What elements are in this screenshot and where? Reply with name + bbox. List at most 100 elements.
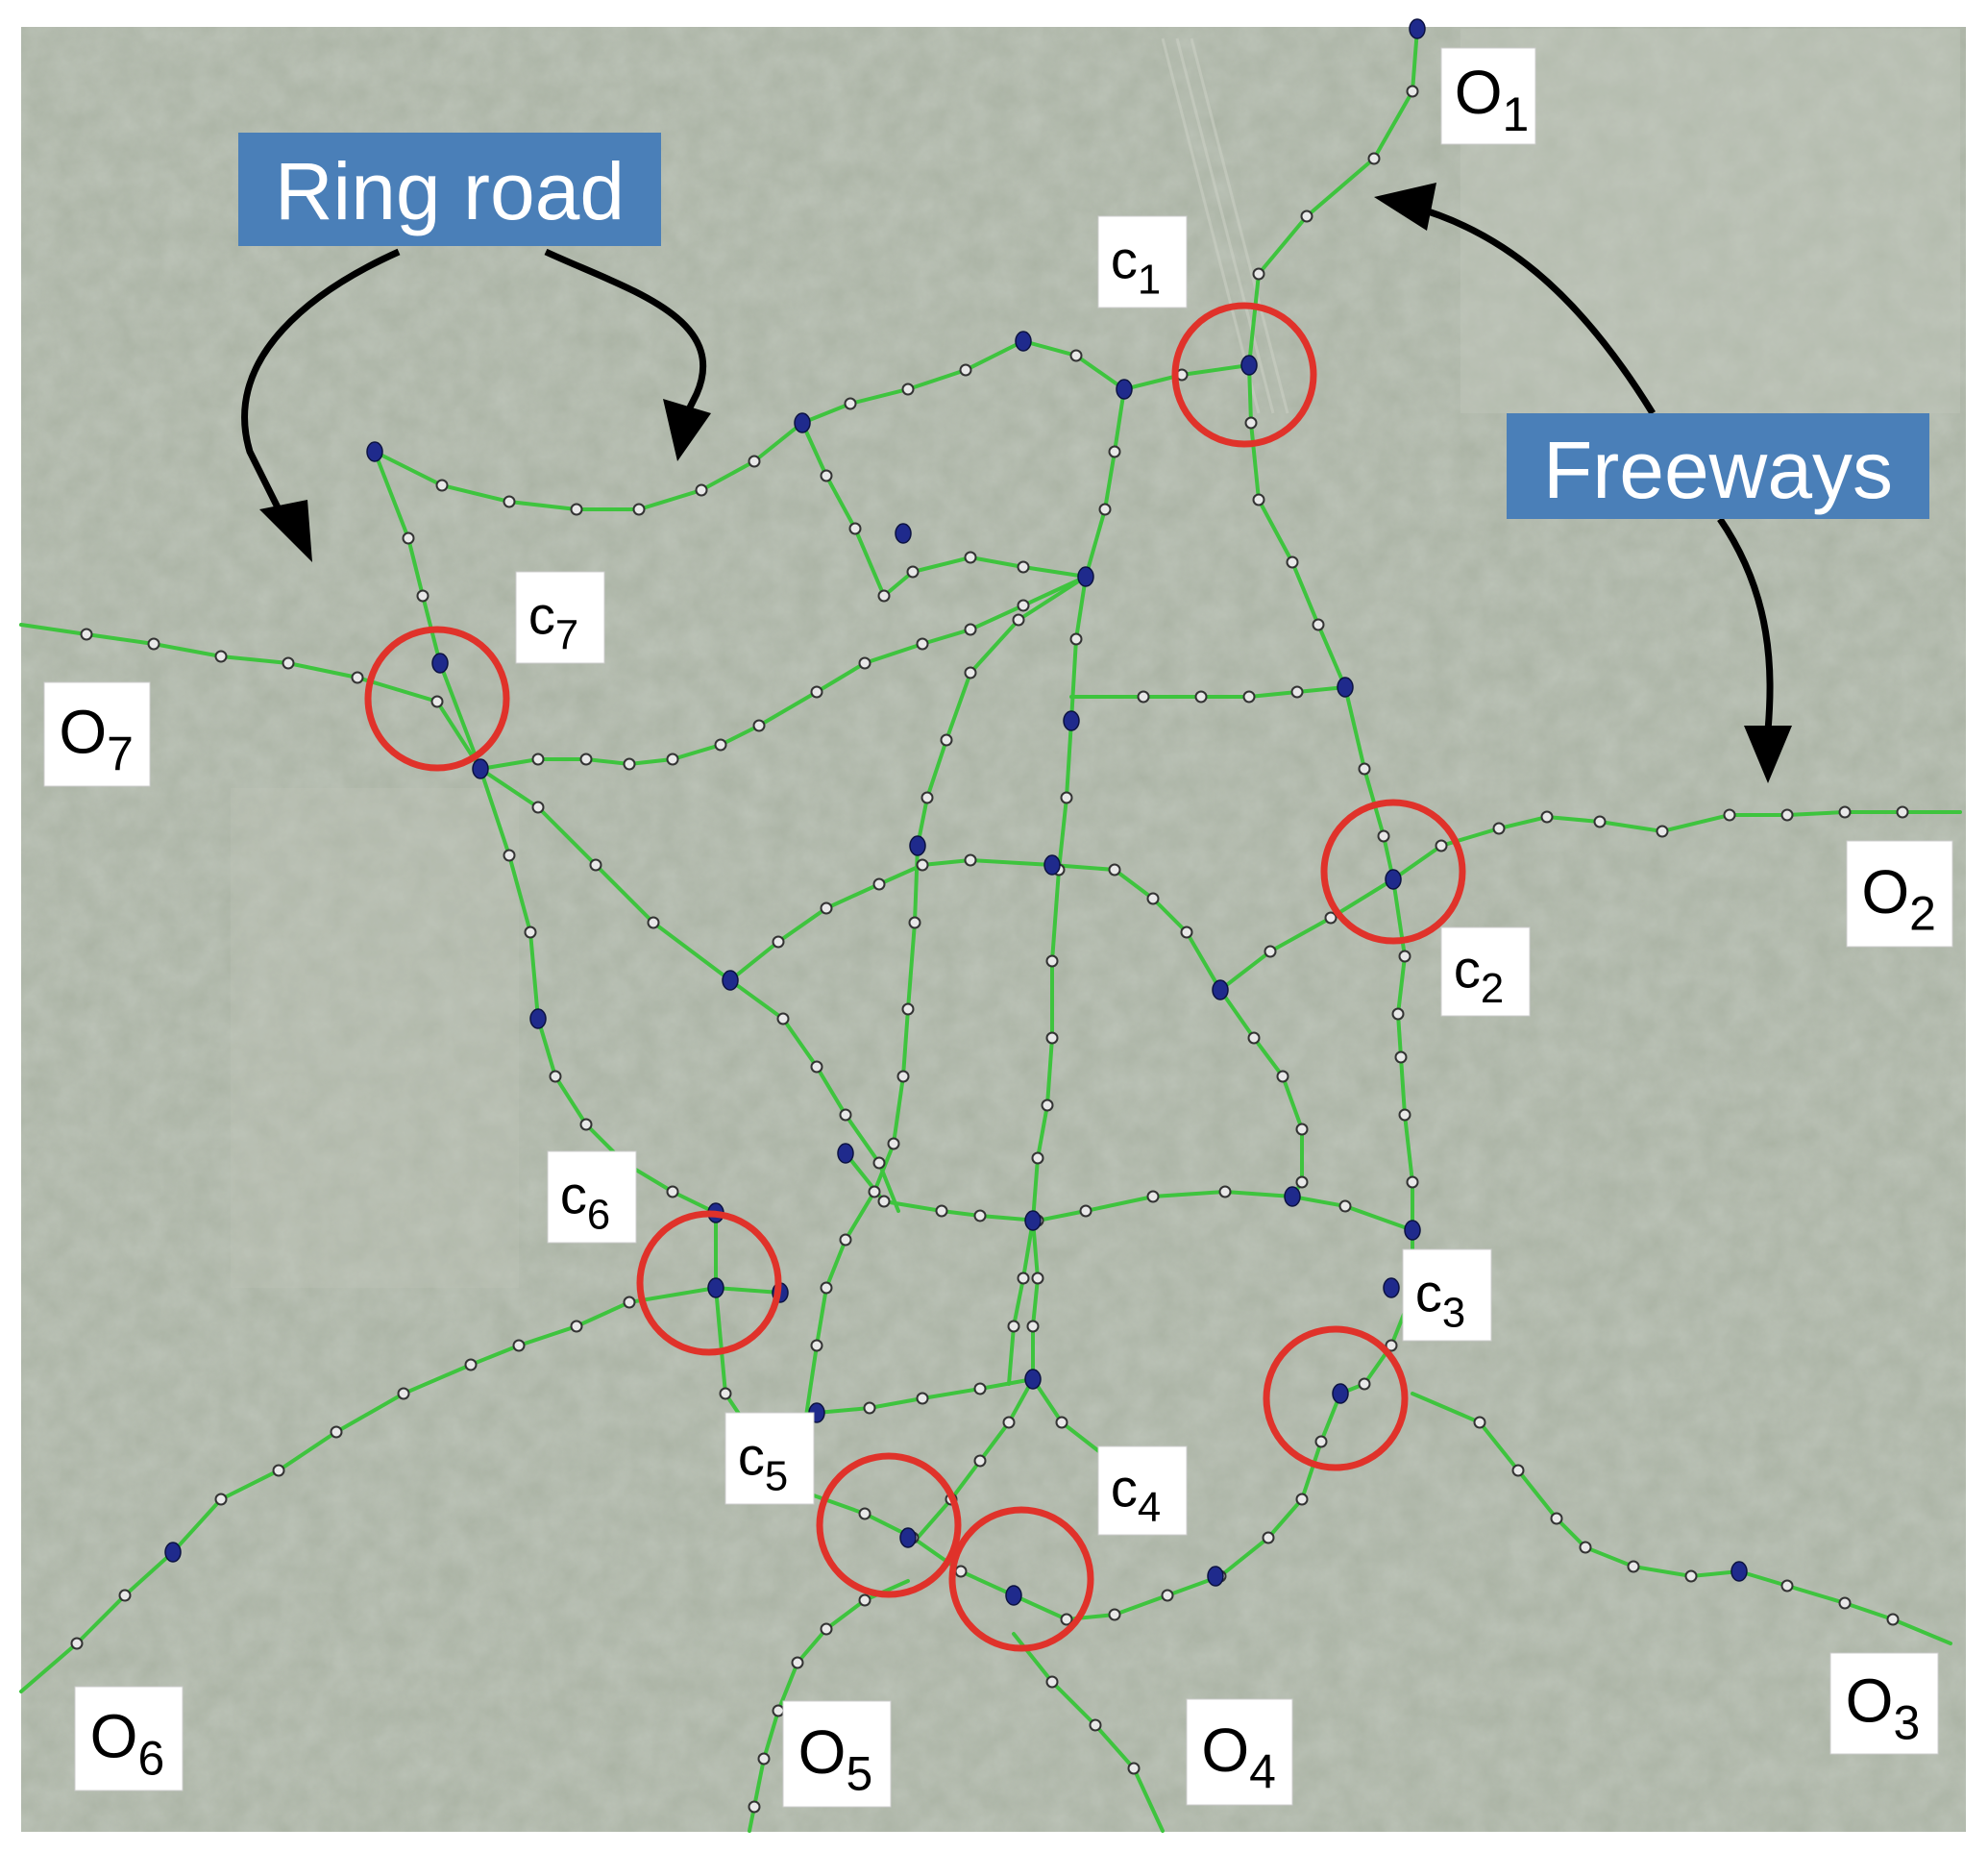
sensor-node — [1242, 690, 1256, 704]
origin-label-o1: O1 — [1440, 47, 1536, 145]
sensor-node — [1295, 1493, 1309, 1506]
sensor-node — [1264, 945, 1277, 958]
sensor-node — [1656, 825, 1669, 838]
sensor-node — [503, 849, 516, 862]
controller-label-subscript: 2 — [1481, 965, 1504, 1012]
controller-label-c2: c2 — [1440, 926, 1531, 1017]
controller-label-text: c2 — [1454, 939, 1504, 1013]
controller-label-subscript: 3 — [1442, 1289, 1465, 1336]
road-inner-1 — [800, 421, 1088, 600]
sensor-node — [820, 469, 833, 482]
sensor-node — [901, 383, 915, 396]
junction-node — [1332, 1383, 1349, 1404]
sensor-node — [1031, 1151, 1044, 1165]
sensor-node — [1218, 1185, 1232, 1198]
sensor-node — [1780, 1579, 1794, 1593]
controller-label-text: c1 — [1111, 230, 1161, 304]
ring-road-callout-box — [238, 133, 661, 246]
sensor-node — [1579, 1541, 1592, 1554]
junction-node — [529, 1008, 547, 1029]
controller-label-base: c — [738, 1426, 765, 1487]
controller-label-c5: c5 — [724, 1412, 815, 1505]
origin-label-base: O — [798, 1717, 847, 1787]
sensor-node — [868, 1185, 881, 1198]
junction-node — [1015, 331, 1032, 352]
map-grain — [21, 27, 1966, 1832]
junction-node — [707, 1277, 724, 1298]
sensor-node — [80, 628, 93, 641]
sensor-node — [1358, 762, 1371, 776]
sensor-node — [1511, 1464, 1525, 1477]
sensor-node — [973, 1209, 987, 1222]
sensor-node — [964, 853, 977, 867]
sensor-node — [1435, 839, 1448, 852]
junction-node — [1024, 1369, 1042, 1390]
sensor-node — [147, 637, 160, 651]
junction-node — [794, 412, 811, 433]
sensor-node — [1314, 1435, 1328, 1448]
sensor-node — [464, 1358, 478, 1371]
sensor-node — [839, 1233, 852, 1247]
controller-label-subscript: 4 — [1138, 1484, 1161, 1531]
sensor-node — [1247, 1031, 1261, 1045]
sensor-node — [666, 1185, 679, 1198]
sensor-node — [1252, 493, 1265, 506]
road-freeway-o7 — [19, 623, 482, 771]
road-ring-west — [373, 450, 718, 1290]
sensor-node — [1324, 911, 1338, 925]
sensor-node — [512, 1339, 526, 1352]
sensor-node — [935, 1204, 948, 1218]
sensor-node — [1045, 954, 1059, 968]
controller-label-subscript: 6 — [587, 1191, 610, 1238]
sensor-node — [503, 495, 516, 508]
freeways-callout-text: Freeways — [1543, 425, 1893, 515]
origin-label-box — [74, 1686, 184, 1791]
freeways-arrowhead-up — [1374, 183, 1436, 231]
sensor-node — [1780, 808, 1794, 822]
sensor-node — [748, 1800, 761, 1814]
origin-label-subscript: 3 — [1893, 1695, 1920, 1749]
controller-label-base: c — [528, 585, 555, 646]
junction-node — [1284, 1186, 1301, 1207]
origin-label-text: O6 — [90, 1701, 165, 1785]
sensor-node — [772, 1704, 785, 1717]
freeways-arrowhead-down — [1744, 726, 1792, 783]
sensor-node — [1060, 1613, 1073, 1626]
sensor-node — [579, 1118, 593, 1131]
sensor-node — [1286, 556, 1299, 569]
sensor-node — [906, 565, 920, 579]
origin-label-subscript: 7 — [107, 727, 134, 780]
road-inner-6 — [728, 857, 1304, 1198]
sensor-node — [887, 1137, 900, 1150]
sensor-node — [1540, 810, 1554, 824]
sensor-node — [844, 397, 857, 410]
sensor-node — [1127, 1762, 1141, 1775]
sensor-node — [1045, 1031, 1059, 1045]
junction-node — [899, 1527, 917, 1548]
sensor-node — [858, 656, 871, 670]
sensor-node — [524, 926, 537, 939]
road-ring-north — [373, 338, 1251, 511]
controller-label-box — [1097, 1445, 1188, 1536]
sensor-node — [1161, 1589, 1174, 1602]
junction-node — [1385, 869, 1402, 890]
sensor-node — [810, 1339, 823, 1352]
sensor-node — [1252, 267, 1265, 281]
sensor-node — [1394, 1050, 1408, 1064]
controller-label-box — [1097, 215, 1188, 309]
sensor-node — [1627, 1560, 1640, 1573]
sensor-node — [632, 503, 646, 516]
junction-node — [1404, 1220, 1421, 1241]
sensor-node — [1017, 599, 1030, 612]
sensor-node — [579, 753, 593, 766]
controller-label-c4: c4 — [1097, 1445, 1188, 1536]
sensor-node — [1886, 1613, 1900, 1626]
sensor-node — [916, 1392, 929, 1405]
sensor-node — [820, 1622, 833, 1636]
sensor-node — [820, 901, 833, 915]
sensor-node — [1045, 1675, 1059, 1689]
origin-label-base: O — [90, 1701, 138, 1770]
origin-label-o7: O7 — [43, 681, 151, 787]
sensor-node — [964, 666, 977, 679]
